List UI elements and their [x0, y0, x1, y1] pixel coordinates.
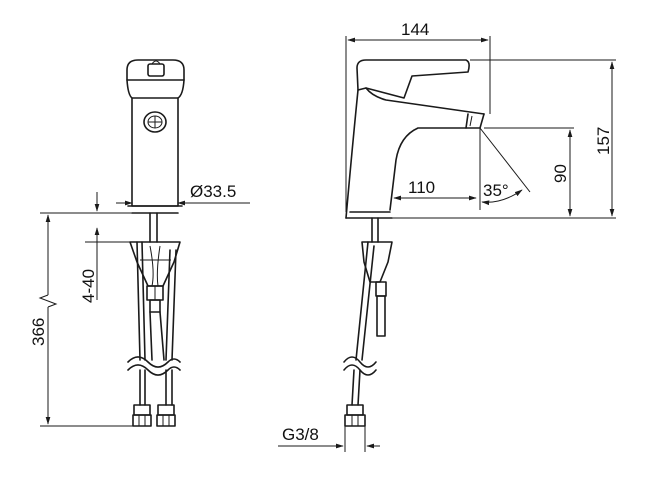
dim-spout-height-label: 90	[551, 164, 570, 183]
dim-mounting-label: 4-40	[79, 269, 98, 303]
side-dimensions	[278, 36, 616, 452]
dim-angle-label: 35°	[483, 181, 509, 200]
dim-height-label: 157	[594, 127, 613, 155]
side-view: 144 157 90 110 35° G3/8	[278, 20, 616, 452]
dim-depth-label: 144	[401, 20, 429, 39]
side-faucet-body	[345, 59, 485, 219]
dim-total-height-label: 366	[29, 318, 48, 346]
dim-diameter-label: Ø33.5	[190, 182, 236, 201]
front-view: Ø33.5 4-40 366	[29, 59, 250, 427]
front-dimensions	[38, 192, 250, 427]
front-faucet-body	[126, 59, 185, 214]
front-mounting-assembly	[127, 212, 181, 427]
dim-projection-label: 110	[408, 178, 435, 197]
dim-thread-label: G3/8	[282, 425, 319, 444]
side-mounting-assembly	[343, 217, 393, 427]
